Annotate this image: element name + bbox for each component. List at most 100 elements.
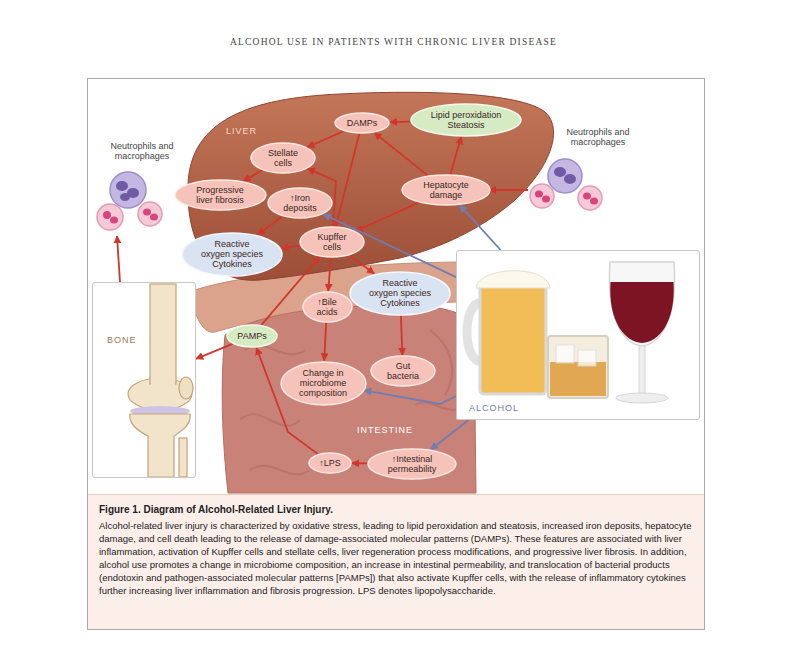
whiskey-tumbler xyxy=(548,336,608,398)
intestine-coil xyxy=(430,330,452,395)
node-text: Reactive oxygen speciesCytokines xyxy=(368,278,432,308)
node-label: Reactive oxygen species xyxy=(200,239,264,259)
ice-cube xyxy=(556,345,574,363)
ellipse-fill xyxy=(281,362,366,405)
macrophage-cell xyxy=(110,172,146,208)
femur-condyles xyxy=(128,378,192,410)
small-intestine xyxy=(222,306,476,493)
process-ellipse: ↑Iron deposits xyxy=(267,187,333,219)
cell-label: Neutrophils and macrophages xyxy=(555,127,641,147)
macrophage-cell xyxy=(548,159,582,193)
arrow-connector xyxy=(258,216,282,234)
arrow-connector xyxy=(390,121,410,123)
node-text: PAMPs xyxy=(237,331,266,341)
node-label: BONE xyxy=(107,335,137,345)
node-label: Change in microbiome composition xyxy=(296,368,350,398)
process-ellipse: Reactive oxygen speciesCytokines xyxy=(349,271,451,316)
whiskey xyxy=(550,362,606,396)
node-text: BONE xyxy=(107,335,137,345)
fibula xyxy=(179,438,187,477)
patella xyxy=(179,377,193,399)
alcohol-panel-ground xyxy=(456,250,700,420)
node-text: ↑Bile acids xyxy=(312,297,342,317)
ice-cube xyxy=(578,350,596,366)
ellipse-fill xyxy=(251,143,315,173)
arrow-connector xyxy=(431,420,469,449)
process-ellipse: Change in microbiome composition xyxy=(280,361,367,406)
process-ellipse: ↑LPS xyxy=(308,452,352,474)
node-text: Reactive oxygen speciesCytokines xyxy=(200,239,264,269)
ellipse-fill xyxy=(350,272,450,315)
process-ellipse: DAMPs xyxy=(334,112,390,134)
neutrophil-cell xyxy=(530,184,554,208)
cell-nucleus xyxy=(103,211,111,219)
process-ellipse: Kupffer cells xyxy=(299,226,365,258)
node-text: ↑LPS xyxy=(319,458,341,468)
cell-nucleus xyxy=(554,167,566,177)
node-label: Stellate cells xyxy=(263,148,303,168)
beer-mug xyxy=(480,284,546,394)
ellipse-fill xyxy=(309,453,351,473)
arrow-connector xyxy=(460,205,501,250)
node-text: ALCOHOL xyxy=(469,403,519,413)
cell-nucleus xyxy=(120,193,130,201)
ellipse-fill xyxy=(227,325,277,347)
node-text: Kupffer cells xyxy=(312,232,352,252)
organ-label: LIVER xyxy=(226,126,257,136)
arrow-connector xyxy=(324,323,326,361)
cell-nucleus xyxy=(143,209,151,216)
wine-glass-base xyxy=(616,393,668,403)
arrow-connector xyxy=(451,137,462,174)
cell-nucleus xyxy=(564,174,576,184)
cell-nucleus xyxy=(110,217,118,224)
node-label: ↑Iron deposits xyxy=(280,193,320,213)
femur-joint xyxy=(151,380,175,388)
intestine-coil xyxy=(250,466,310,475)
ellipse-fill xyxy=(303,292,352,322)
process-ellipse: ↑Bile acids xyxy=(302,291,353,323)
cell-nucleus xyxy=(583,193,591,200)
arrow-connector xyxy=(356,203,418,231)
arrow-connector xyxy=(350,255,374,273)
node-label: ↑LPS xyxy=(319,458,341,468)
node-label: Lipid peroxidation xyxy=(431,110,502,120)
wine-glass-stem xyxy=(639,346,645,394)
wine-glass-bowl xyxy=(609,262,674,346)
ellipse-fill xyxy=(268,188,332,218)
ellipse-fill xyxy=(335,113,389,133)
neutrophil-cell xyxy=(97,204,123,230)
node-label: Hepatocyte damage xyxy=(418,180,474,200)
image-panel: ALCOHOL xyxy=(456,250,700,420)
cell-label: Neutrophils and macrophages xyxy=(99,141,185,161)
arrow-connector xyxy=(336,134,359,226)
arrow-connector xyxy=(196,344,233,359)
organ-label: INTESTINE xyxy=(357,425,413,435)
process-ellipse: Stellate cells xyxy=(250,142,316,174)
beer-foam xyxy=(476,271,550,288)
intestine-coil xyxy=(240,414,300,426)
cell-recruitment-arrow xyxy=(117,236,120,282)
process-ellipse: Hepatocyte damage xyxy=(401,174,491,206)
node-label: Progressive liver fibrosis xyxy=(191,185,249,205)
process-ellipse: ↑Intestinal permeability xyxy=(367,448,457,480)
image-panel: BONE xyxy=(92,282,196,478)
node-label: Kupffer cells xyxy=(312,232,352,252)
arrow-connector xyxy=(307,131,343,147)
running-head: ALCOHOL USE IN PATIENTS WITH CHRONIC LIV… xyxy=(0,36,787,48)
node-label: ↑Bile acids xyxy=(312,297,342,317)
figure-caption: Alcohol-related liver injury is characte… xyxy=(99,519,693,597)
cell-nucleus xyxy=(150,214,158,221)
neutrophil-cell xyxy=(578,186,602,210)
ellipse-fill xyxy=(182,233,282,276)
caption-box: Figure 1. Diagram of Alcohol-Related Liv… xyxy=(88,494,704,629)
arrow-connector xyxy=(281,246,300,248)
node-text: Lipid peroxidationSteatosis xyxy=(431,110,502,130)
process-ellipse: Progressive liver fibrosis xyxy=(174,179,267,211)
figure-title: Figure 1. Diagram of Alcohol-Related Liv… xyxy=(99,503,693,516)
tibia xyxy=(130,414,190,477)
process-ellipse: Lipid peroxidationSteatosis xyxy=(410,103,522,137)
arrow-connector xyxy=(328,258,331,291)
neutrophil-cell xyxy=(138,202,162,226)
